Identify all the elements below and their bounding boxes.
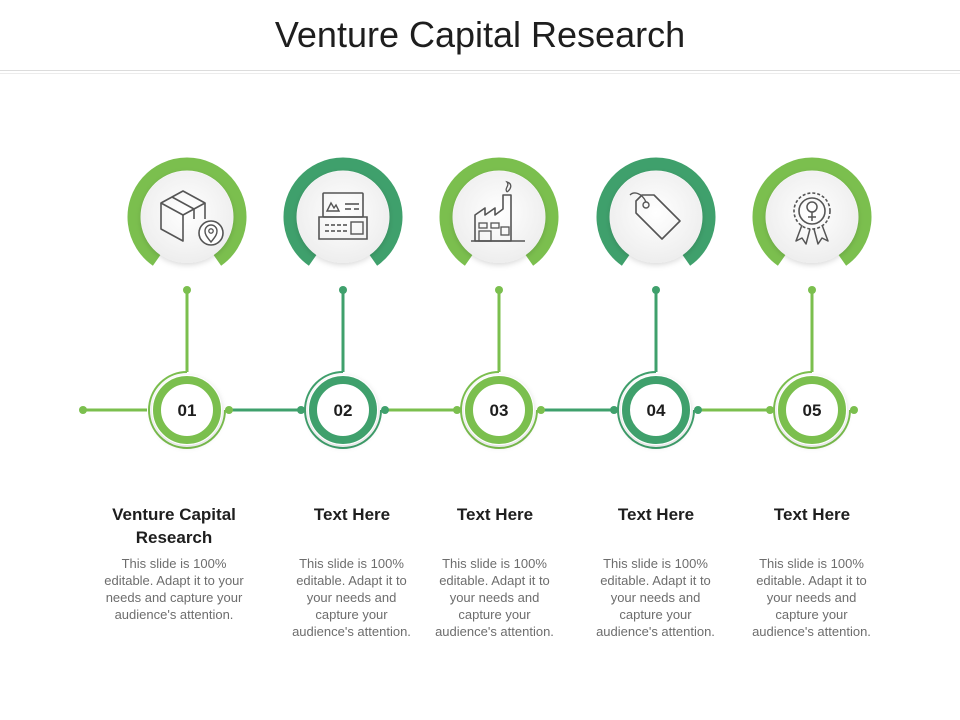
step-04: 04 [596,157,774,449]
title-divider [0,70,960,71]
step-number: 01 [178,401,197,420]
step-description: This slide is 100% editable. Adapt it to… [435,556,554,639]
connector-dot [652,286,660,294]
step-03: 03 [439,157,618,449]
step-heading: Text Here [313,505,391,524]
step-description: This slide is 100% editable. Adapt it to… [104,556,244,622]
step-heading: Text Here [456,505,534,524]
number-inner [166,389,208,431]
connector-dot [694,406,702,414]
connector-dot [183,286,191,294]
number-inner [635,389,677,431]
step-heading: Venture Capital Research [112,505,236,547]
icon-circle [453,171,545,263]
number-inner [791,389,833,431]
step-number: 02 [334,401,353,420]
step-number: 03 [490,401,509,420]
number-outer-arc [148,371,226,449]
icon-ring [596,157,716,266]
step-02: 02 [283,157,461,449]
icon-circle [141,171,233,263]
box-location-icon [160,190,224,246]
connector-dot [610,406,618,414]
icon-ring [439,157,559,266]
connector-dot [495,286,503,294]
factory-icon [471,180,525,242]
award-badge-icon [793,192,831,245]
number-ring [622,376,690,444]
connector-dot [850,406,858,414]
cash-register-icon [318,192,368,240]
step-description: This slide is 100% editable. Adapt it to… [596,556,715,639]
connector-dot [766,406,774,414]
number-inner [322,389,364,431]
icon-ring [283,157,403,266]
step-heading: Text Here [617,505,695,524]
page-title: Venture Capital Research [274,14,686,55]
step-description: This slide is 100% editable. Adapt it to… [292,556,411,639]
step-05: 05 [752,157,872,449]
number-ring [153,376,221,444]
step-description: This slide is 100% editable. Adapt it to… [752,556,871,639]
number-ring [465,376,533,444]
connector-dot [297,406,305,414]
number-outer-arc [617,371,695,449]
connector-dot [453,406,461,414]
icon-circle [610,171,702,263]
title-divider-shadow [0,73,960,74]
number-outer-arc [773,371,851,449]
step-01: 01 [127,157,305,449]
icon-ring [752,157,872,266]
number-ring [778,376,846,444]
price-tag-icon [629,192,681,240]
connector-dot [381,406,389,414]
number-outer-arc [460,371,538,449]
connector-dot [808,286,816,294]
connector-dot [339,286,347,294]
step-heading: Text Here [773,505,851,524]
connector-dot [225,406,233,414]
connector-dot [79,406,87,414]
number-outer-arc [304,371,382,449]
step-number: 04 [647,401,666,420]
number-inner [478,389,520,431]
connector-dot [537,406,545,414]
number-ring [309,376,377,444]
icon-ring [127,157,247,266]
step-number: 05 [803,401,822,420]
